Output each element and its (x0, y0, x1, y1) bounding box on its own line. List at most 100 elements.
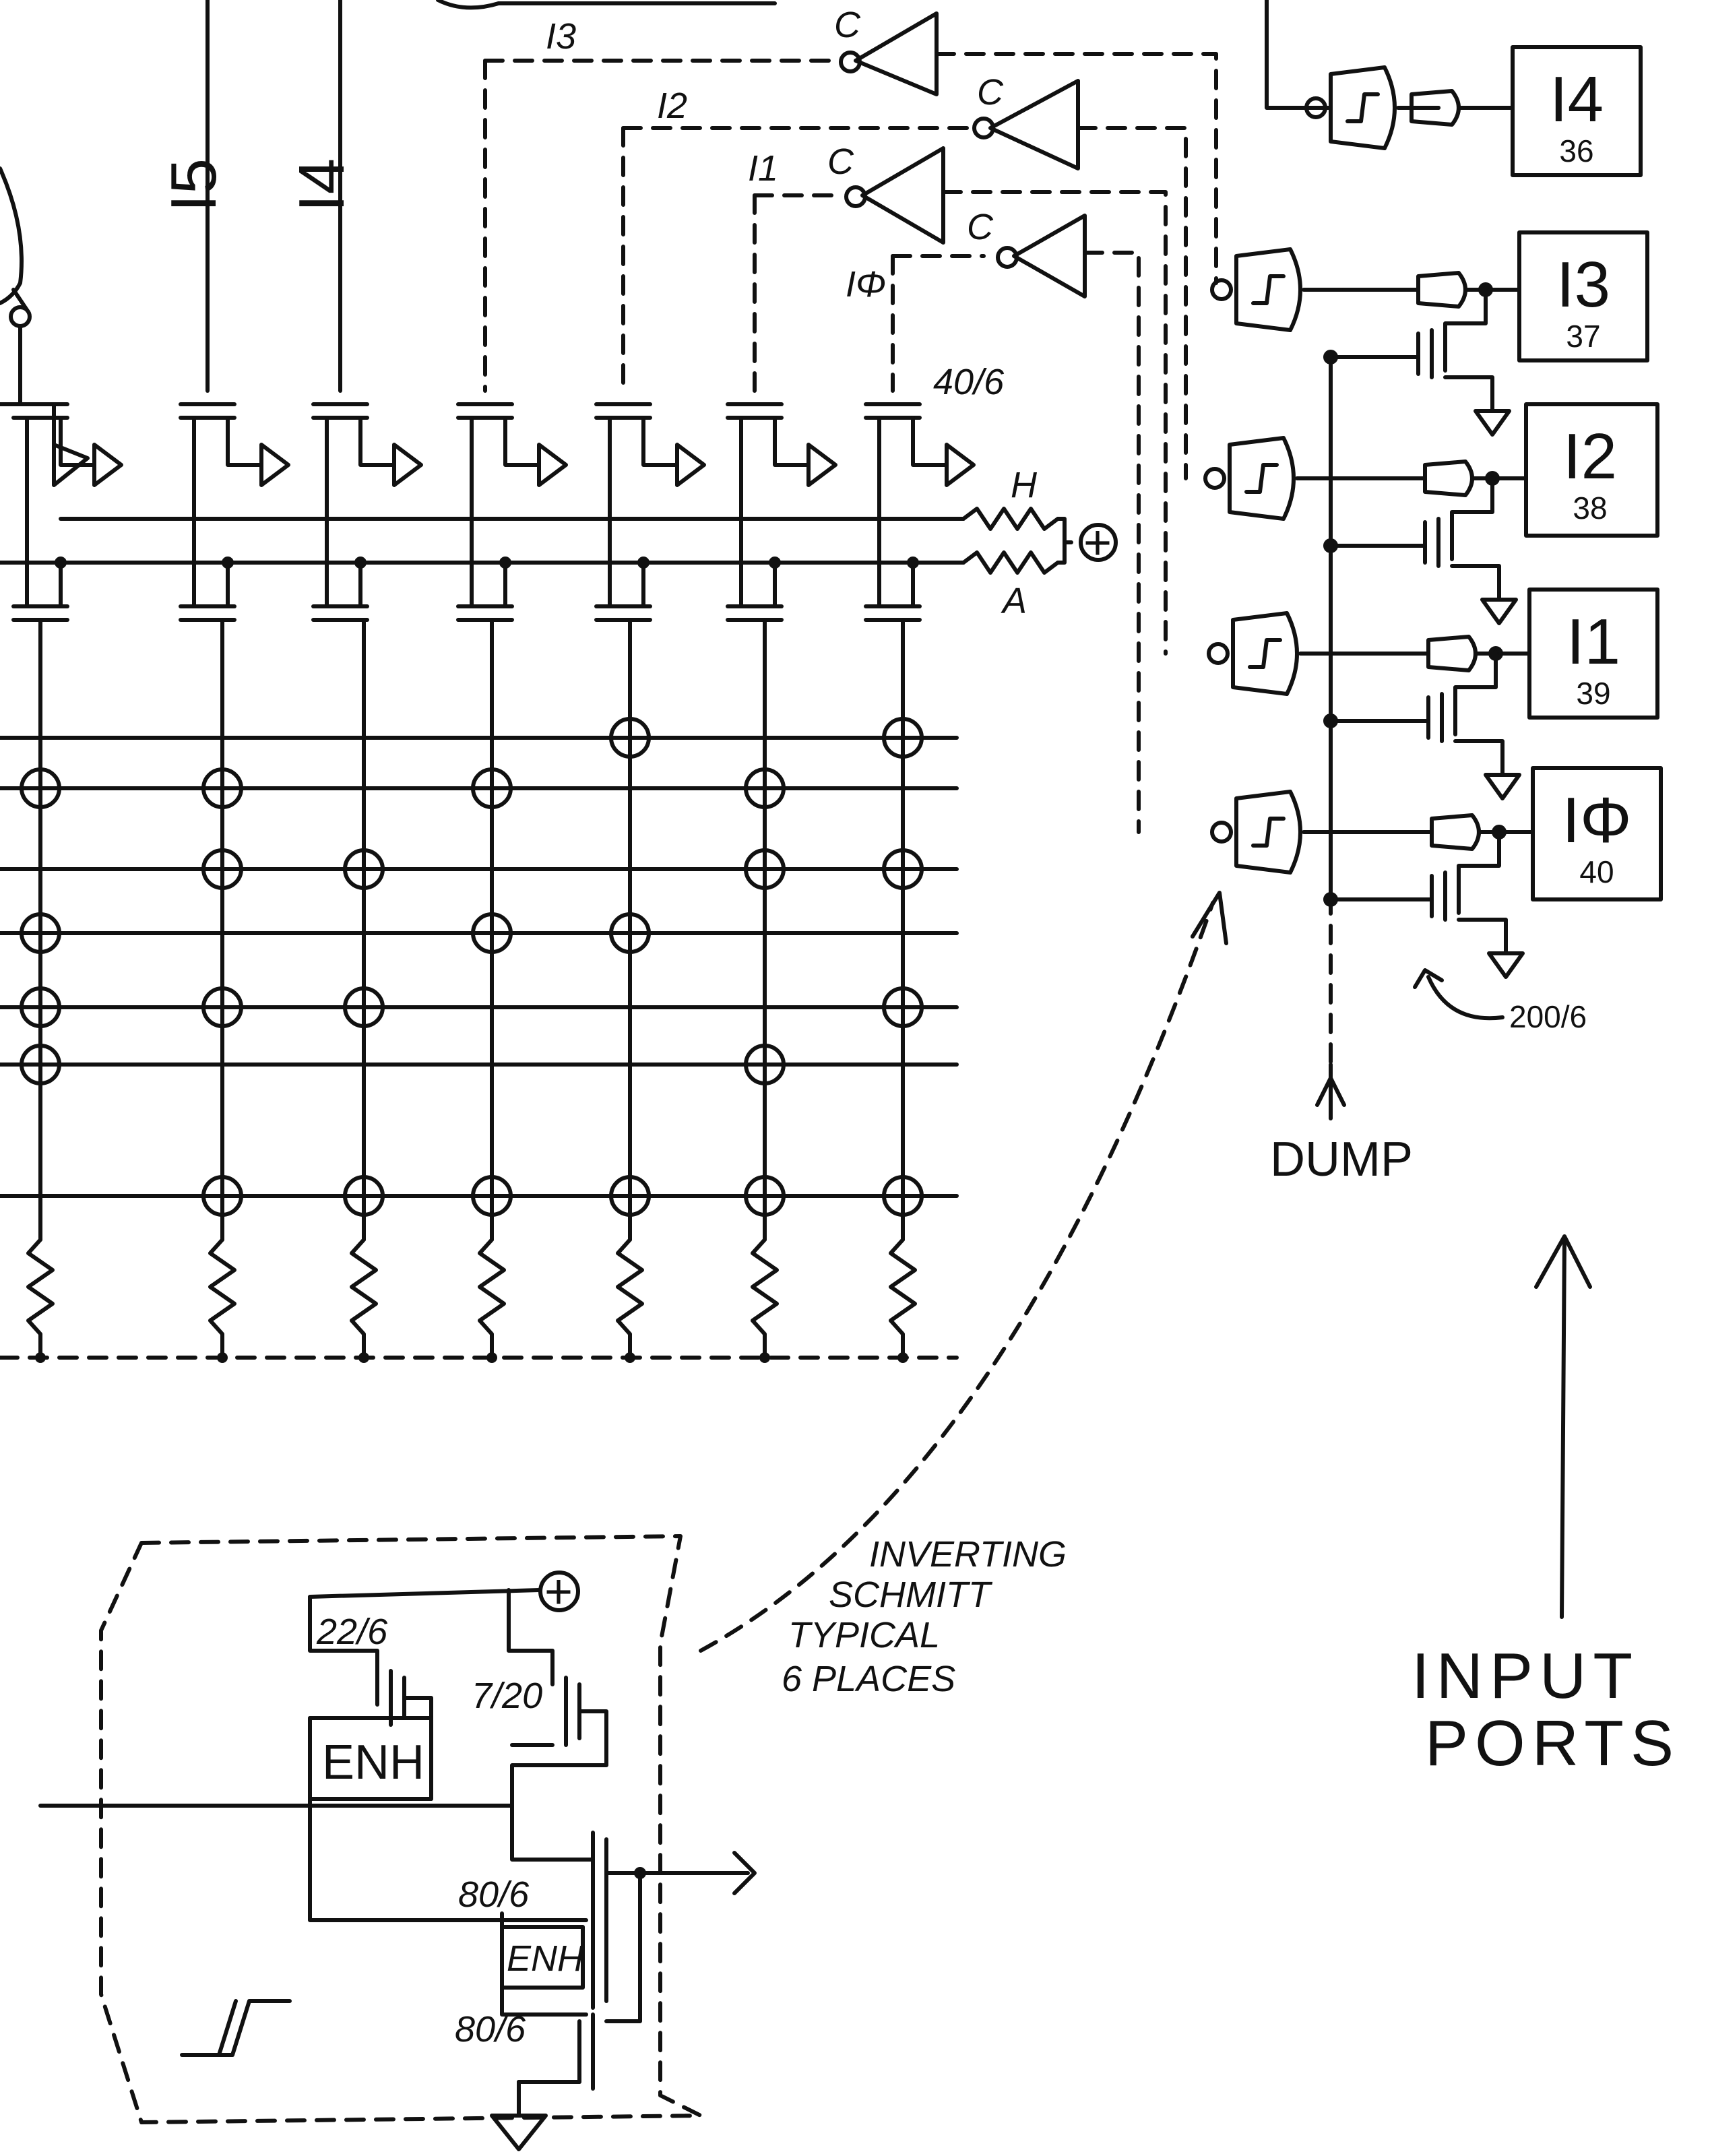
input-port-box (1527, 588, 1659, 720)
matrix-crosspoint (744, 1044, 786, 1085)
top-feedback-wires (483, 59, 986, 393)
matrix-crosspoint (343, 848, 385, 890)
inverter-i0 (996, 214, 1087, 298)
plus-supply-1-symbol: + (1083, 516, 1112, 570)
matrix-crosspoint (201, 848, 243, 890)
title-arrow (1534, 1234, 1592, 1619)
schmitt-enh-1: ENH (322, 1736, 424, 1789)
label-i0: IΦ (846, 264, 886, 305)
schmitt-supply (308, 1571, 580, 1707)
matrix-crosspoint (201, 767, 243, 809)
input-port-pin: 40 (1579, 854, 1614, 889)
matrix-crosspoint (744, 1175, 786, 1217)
matrix-crosspoint (343, 1175, 385, 1217)
schmitt-gate (1210, 247, 1521, 437)
inverter-output-wires (935, 52, 1218, 834)
schmitt-size-2: 7/20 (472, 1676, 542, 1716)
callout-arrow (699, 901, 1215, 1653)
transistor-size-label: 40/6 (933, 362, 1005, 402)
label-i4: I4 (286, 158, 358, 212)
schmitt-gate (1210, 790, 1535, 979)
input-port-pin: 38 (1573, 490, 1607, 526)
matrix-crosspoint (882, 986, 924, 1028)
schmitt-detail-box: + 22/6 ENH 7/20 (38, 1534, 757, 2151)
pulldown-resistor (889, 1238, 917, 1360)
matrix-crosspoint (609, 912, 651, 954)
callout-arrow-head (1191, 891, 1228, 945)
matrix-crosspoint (744, 767, 786, 809)
column-transistor (456, 402, 568, 622)
i4-feed-wire (1265, 0, 1333, 110)
resistor-a (961, 540, 1073, 575)
title-line-1: INPUT (1412, 1640, 1639, 1712)
schmitt-plus-symbol: + (544, 1565, 573, 1619)
pulldown-resistor (616, 1238, 644, 1360)
schmitt-gate (1203, 436, 1528, 625)
schmitt-size-3: 80/6 (458, 1874, 530, 1915)
label-i2: I2 (657, 86, 687, 126)
schmitt-gate (1304, 65, 1515, 150)
pulldown-resistor (478, 1238, 506, 1360)
matrix-crosspoint (343, 986, 385, 1028)
clock-label-1: C (834, 5, 861, 45)
decode-matrix (0, 618, 959, 1363)
input-port-box (1531, 766, 1663, 901)
inverter-i2 (972, 79, 1080, 170)
matrix-crosspoint (471, 767, 513, 809)
pulldown-resistor (751, 1238, 779, 1360)
input-port-pin: 39 (1576, 676, 1610, 711)
resistor-a-label: A (1001, 581, 1027, 621)
dump-size-label: 200/6 (1509, 999, 1587, 1034)
matrix-crosspoint (201, 1175, 243, 1217)
label-i5: I5 (158, 158, 230, 212)
callout-line-4: 6 PLACES (782, 1659, 955, 1699)
transistor-row (11, 402, 976, 622)
matrix-crosspoint (882, 848, 924, 890)
column-transistor (864, 402, 976, 622)
matrix-crosspoint (471, 1175, 513, 1217)
resistor-h-label: H (1011, 465, 1038, 505)
input-port-box (1517, 230, 1649, 362)
pulldown-resistor (350, 1238, 378, 1360)
matrix-crosspoint (201, 986, 243, 1028)
partial-nor-gate (0, 166, 90, 487)
title-line-2: PORTS (1425, 1707, 1680, 1779)
input-port-box (1524, 402, 1659, 538)
schmitt-transistor-80-6-b (490, 2012, 595, 2151)
schmitt-transistor-22-6 (308, 1669, 433, 1801)
callout-line-3: TYPICAL (788, 1615, 940, 1655)
input-port-name: IΦ (1562, 784, 1631, 856)
matrix-crosspoint (20, 1044, 61, 1085)
inverter-i1 (844, 146, 945, 245)
top-fragment-gate (436, 0, 777, 10)
input-port-name: I2 (1563, 420, 1617, 493)
input-port-box (1511, 45, 1643, 177)
pulldown-resistor (26, 1238, 55, 1360)
schmitt-transistor-7-20 (510, 1676, 608, 1821)
matrix-crosspoint (471, 912, 513, 954)
input-port-pin: 36 (1559, 133, 1593, 168)
schmitt-hysteresis-icon (180, 1999, 292, 2057)
schmitt-size-1: 22/6 (316, 1612, 388, 1652)
matrix-crosspoint (744, 848, 786, 890)
column-transistor (179, 402, 290, 622)
matrix-crosspoint (882, 717, 924, 759)
column-transistor (311, 402, 423, 622)
column-transistor (726, 402, 837, 622)
column-transistor (594, 402, 706, 622)
schmitt-transistor-80-6-a (591, 1831, 757, 2023)
dump-size-arrow (1413, 968, 1505, 1021)
schmitt-enh-2: ENH (507, 1938, 584, 1979)
schmitt-enh-box-2 (500, 1911, 588, 2017)
clock-label-4: C (967, 207, 994, 247)
matrix-crosspoint (609, 1175, 651, 1217)
matrix-node (759, 1352, 770, 1363)
resistor-h (961, 507, 1067, 544)
matrix-crosspoint (20, 912, 61, 954)
label-i1: I1 (748, 148, 778, 189)
callout-line-1: INVERTING (869, 1534, 1067, 1575)
clock-label-2: C (977, 72, 1004, 113)
plus-supply-1 (1079, 523, 1118, 562)
